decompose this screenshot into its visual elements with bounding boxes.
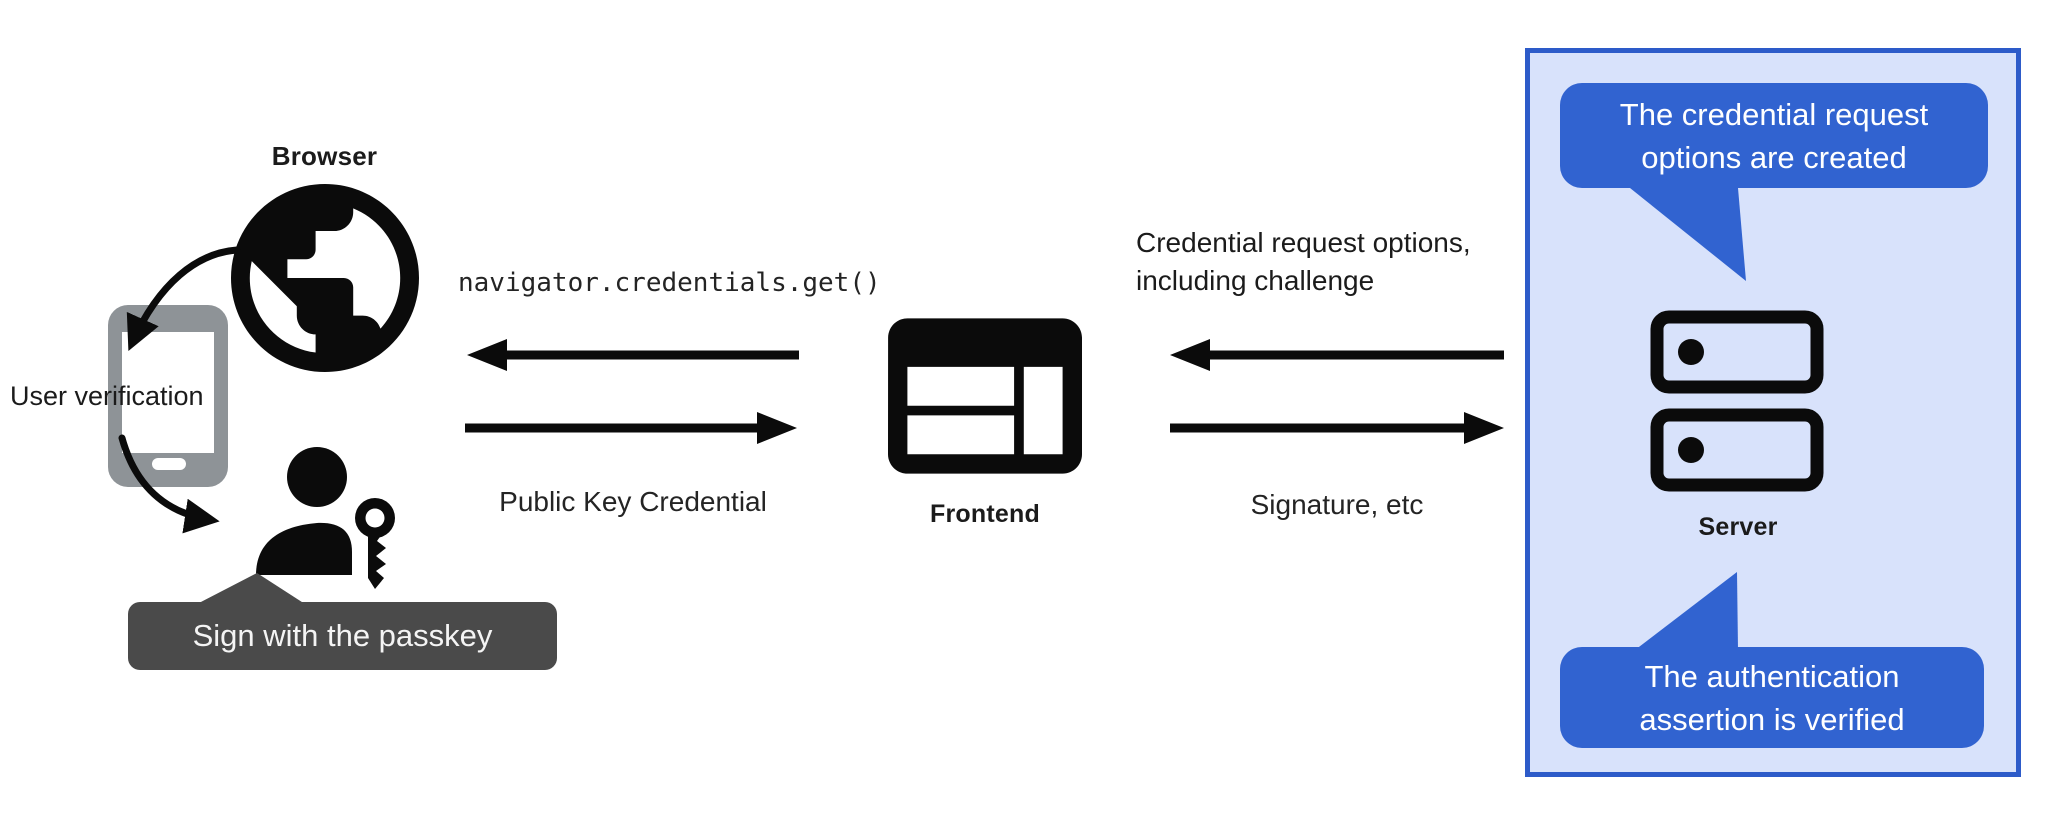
frontend-label: Frontend [930, 500, 1040, 528]
globe-icon [231, 184, 419, 372]
tooltip-pointer [197, 573, 305, 604]
server-stack-icon [1650, 310, 1824, 492]
credential-request-line2: including challenge [1136, 265, 1375, 296]
tooltip-text: Sign with the passkey [192, 618, 493, 653]
smartphone-icon [108, 305, 228, 487]
signature-label: Signature, etc [1250, 489, 1424, 520]
bubble-top-tail [1630, 188, 1746, 281]
arrow-server-to-frontend [1170, 339, 1504, 371]
bubble-bottom-line2: assertion is verified [1639, 701, 1905, 737]
credential-options-created-bubble: The credential request options are creat… [1560, 83, 1988, 188]
credential-request-options-label: Credential request options, including ch… [1136, 224, 1471, 300]
browser-label: Browser [271, 141, 378, 171]
navigator-credentials-get-label: navigator.credentials.get() [458, 268, 881, 298]
arrow-frontend-to-server [1170, 412, 1504, 444]
bubble-bottom-line1: The authentication [1644, 658, 1900, 694]
arrow-browser-to-frontend [465, 412, 797, 444]
user-verification-label: User verification [10, 381, 204, 411]
public-key-credential-label: Public Key Credential [499, 486, 767, 517]
person-with-key-icon [256, 447, 395, 589]
user-verification-flow-arrows [118, 246, 241, 534]
server-label: Server [1698, 513, 1778, 541]
bubble-top-line1: The credential request [1619, 96, 1929, 132]
arrow-frontend-to-browser [467, 339, 799, 371]
bubble-bottom-tail [1635, 572, 1738, 650]
browser-window-icon [888, 318, 1082, 474]
bubble-top-line2: options are created [1641, 139, 1907, 175]
credential-request-line1: Credential request options, [1136, 227, 1471, 258]
server-panel: The credential request options are creat… [1525, 48, 2021, 777]
assertion-verified-bubble: The authentication assertion is verified [1560, 647, 1984, 748]
sign-with-passkey-tooltip: Sign with the passkey [128, 602, 557, 670]
